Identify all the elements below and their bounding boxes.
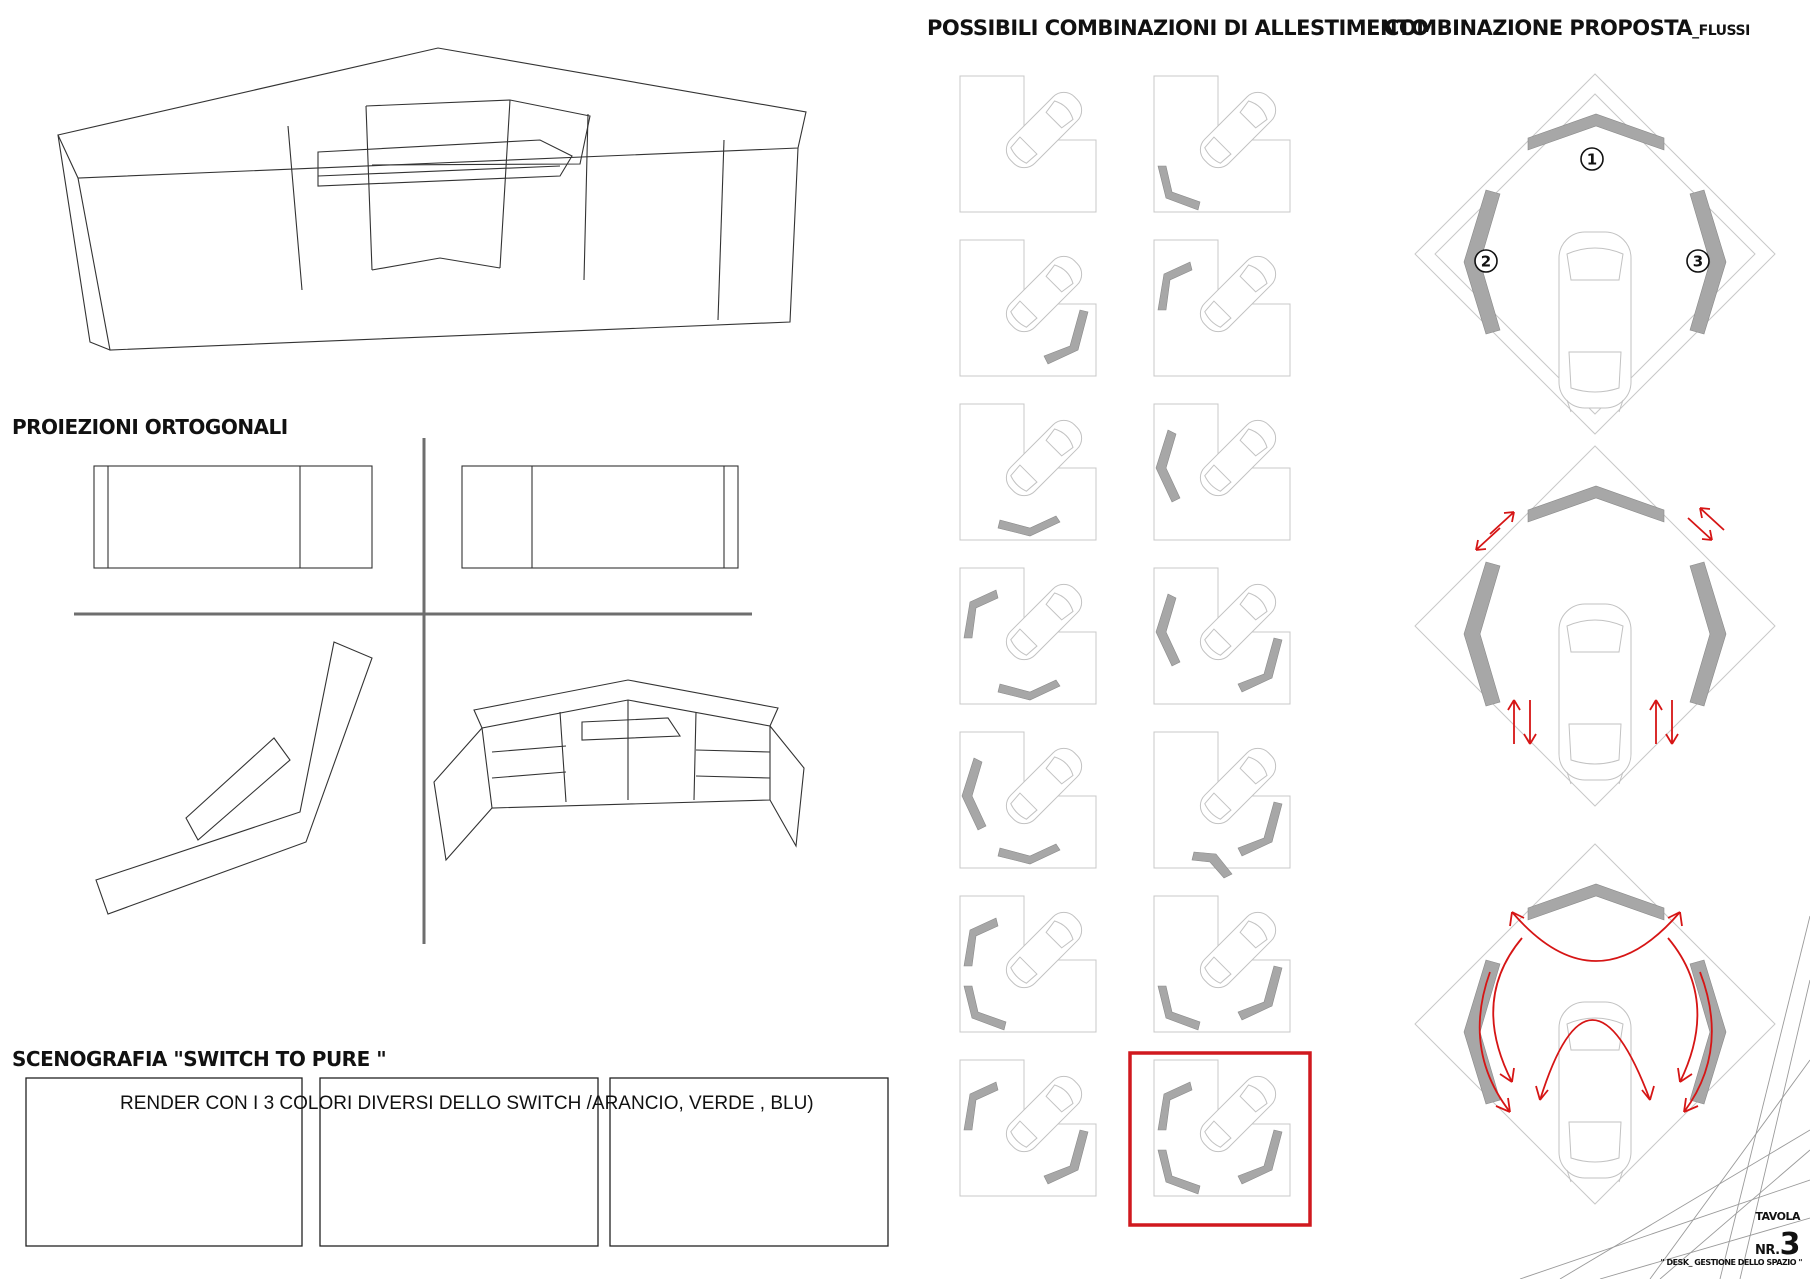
combinations-grid bbox=[959, 75, 1291, 1197]
flow-arrows bbox=[1475, 507, 1725, 745]
desk-segment bbox=[997, 679, 1061, 701]
combinations-heading: POSSIBILI COMBINAZIONI DI ALLESTIMENTO bbox=[927, 16, 1428, 40]
scenography-heading: SCENOGRAFIA "SWITCH TO PURE " bbox=[12, 1047, 386, 1071]
area-badge-3: 3 bbox=[1686, 249, 1710, 273]
tavola-label: TAVOLA bbox=[1755, 1210, 1801, 1223]
combination-cell bbox=[1153, 567, 1291, 705]
sheet-caption: " DESK_ GESTIONE DELLO SPAZIO " bbox=[1661, 1258, 1803, 1267]
front-view bbox=[93, 465, 373, 569]
desk-segment bbox=[963, 589, 999, 639]
desk-segment bbox=[1237, 637, 1283, 693]
combination-cell bbox=[959, 1059, 1097, 1197]
combination-cell bbox=[1153, 403, 1291, 541]
combination-cell bbox=[959, 75, 1097, 213]
area-badge-2: 2 bbox=[1474, 249, 1498, 273]
desk-segment bbox=[1043, 309, 1089, 365]
render-box-2 bbox=[319, 1077, 599, 1247]
title-block-decoration bbox=[1519, 915, 1810, 1279]
area-badge-label-3: 3 bbox=[1693, 253, 1703, 271]
open-desk-perspective bbox=[433, 679, 805, 862]
render-note: RENDER CON I 3 COLORI DIVERSI DELLO SWIT… bbox=[120, 1093, 814, 1114]
sheet-number: NR.3 bbox=[1755, 1227, 1800, 1262]
combination-cell bbox=[1153, 239, 1291, 377]
desk-segment bbox=[997, 843, 1061, 865]
projections-heading: PROIEZIONI ORTOGONALI bbox=[12, 415, 288, 439]
title-block: TAVOLA NR.3 " DESK_ GESTIONE DELLO SPAZI… bbox=[1661, 1210, 1803, 1267]
desk-segment bbox=[963, 917, 999, 967]
sheet-number-value: 3 bbox=[1780, 1227, 1800, 1262]
proposal-layout-1: 1 2 3 bbox=[1414, 73, 1776, 435]
proposal-layout-3 bbox=[1414, 843, 1776, 1205]
desk-segment bbox=[1155, 593, 1181, 667]
combination-cell bbox=[959, 403, 1097, 541]
desk-segment bbox=[1157, 985, 1201, 1031]
desk-segment bbox=[1157, 1149, 1201, 1195]
desk-segment bbox=[1157, 1081, 1193, 1131]
plan-view bbox=[95, 641, 373, 915]
render-placeholders: RENDER CON I 3 COLORI DIVERSI DELLO SWIT… bbox=[25, 1077, 889, 1247]
desk-segment bbox=[961, 757, 987, 831]
desk-segment bbox=[1155, 429, 1181, 503]
combination-cell bbox=[1153, 1059, 1291, 1197]
selected-combination-highlight bbox=[1128, 1051, 1312, 1227]
proposal-heading-suffix: _FLUSSI bbox=[1692, 23, 1750, 39]
combination-cell bbox=[959, 895, 1097, 1033]
circulation-arrows bbox=[1478, 911, 1713, 1113]
combination-cell bbox=[959, 731, 1097, 869]
orthogonal-projections bbox=[74, 438, 805, 944]
side-view bbox=[461, 465, 739, 569]
proposal-heading-main: COMBINAZIONE PROPOSTA bbox=[1384, 16, 1693, 40]
render-box-1 bbox=[25, 1077, 303, 1247]
combination-cell bbox=[959, 239, 1097, 377]
sheet-number-label: NR. bbox=[1755, 1243, 1780, 1258]
desk-perspective-drawing bbox=[57, 47, 807, 351]
proposal-layout-2 bbox=[1414, 445, 1776, 807]
combination-cell bbox=[1153, 731, 1291, 879]
desk-segment bbox=[1043, 1129, 1089, 1185]
desk-segment bbox=[1157, 165, 1201, 211]
area-badge-label-1: 1 bbox=[1587, 151, 1597, 169]
combination-cell bbox=[1153, 75, 1291, 213]
desk-segment bbox=[1237, 801, 1283, 857]
desk-segment bbox=[963, 985, 1007, 1031]
desk-segment bbox=[1191, 851, 1233, 879]
proposal-heading: COMBINAZIONE PROPOSTA_FLUSSI bbox=[1384, 16, 1750, 40]
combination-cell bbox=[959, 567, 1097, 705]
render-box-3 bbox=[609, 1077, 889, 1247]
area-badge-label-2: 2 bbox=[1481, 253, 1491, 271]
combination-cell bbox=[1153, 895, 1291, 1033]
area-badge-1: 1 bbox=[1580, 147, 1604, 171]
desk-segment bbox=[1237, 1129, 1283, 1185]
desk-segment bbox=[1237, 965, 1283, 1021]
desk-segment bbox=[963, 1081, 999, 1131]
desk-segment bbox=[997, 515, 1061, 537]
desk-segment bbox=[1157, 261, 1193, 311]
